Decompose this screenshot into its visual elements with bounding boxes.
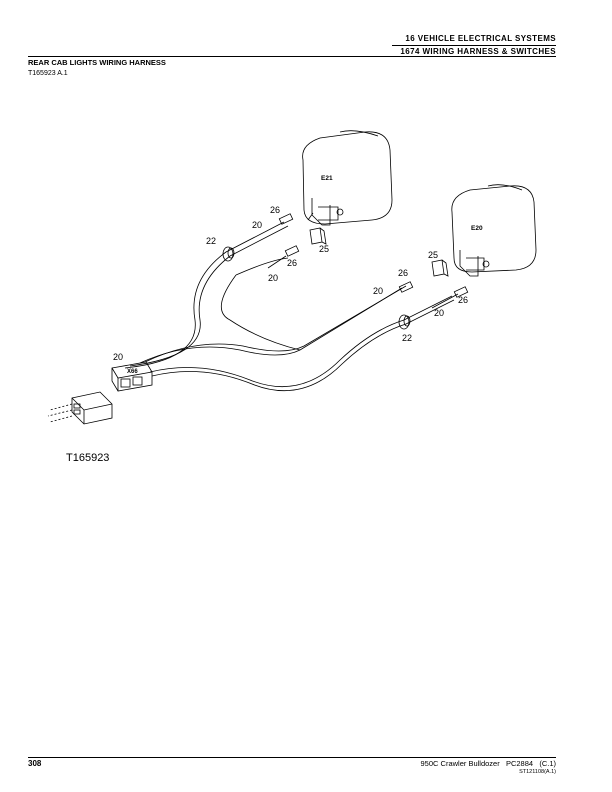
grommet-right: [398, 314, 411, 330]
callout-26b: 26: [287, 258, 297, 268]
callout-25b: 25: [428, 250, 438, 260]
connector-x66: [111, 361, 153, 392]
cover-25-right: [431, 259, 449, 277]
mating-connector: [47, 391, 113, 425]
section-header: 16 VEHICLE ELECTRICAL SYSTEMS: [405, 34, 556, 43]
figure-reference: T165923 A.1: [28, 70, 68, 77]
callout-20a: 20: [252, 220, 262, 230]
callout-26d: 26: [458, 295, 468, 305]
page-title: REAR CAB LIGHTS WIRING HARNESS: [28, 58, 166, 67]
callout-26a: 26: [270, 205, 280, 215]
callout-e21: E21: [321, 175, 333, 182]
figure-id: T165923: [66, 452, 110, 464]
footer-rule: [28, 757, 556, 758]
callout-20d: 20: [434, 308, 444, 318]
callout-20c: 20: [373, 286, 383, 296]
header-rule: [28, 56, 556, 57]
callout-e20: E20: [471, 225, 483, 232]
header-rule-short: [392, 45, 556, 46]
page-number: 308: [28, 759, 42, 768]
terminals: [267, 213, 469, 309]
document-reference: 950C Crawler Bulldozer PC2884 (C.1): [420, 759, 556, 768]
callout-20b: 20: [268, 273, 278, 283]
callout-22a: 22: [206, 236, 216, 246]
callout-25a: 25: [319, 244, 329, 254]
grommet-left: [222, 246, 235, 262]
lamp-e21: [302, 130, 393, 226]
callout-22b: 22: [402, 333, 412, 343]
cover-25-left: [309, 227, 327, 245]
harness-wires: [124, 221, 455, 392]
group-header: 1674 WIRING HARNESS & SWITCHES: [400, 47, 556, 56]
lamp-e20: [451, 184, 537, 277]
callout-20e: 20: [113, 352, 123, 362]
callout-26c: 26: [398, 268, 408, 278]
callout-x66: X66: [127, 369, 138, 375]
document-code: ST121108(A.1): [519, 769, 556, 775]
